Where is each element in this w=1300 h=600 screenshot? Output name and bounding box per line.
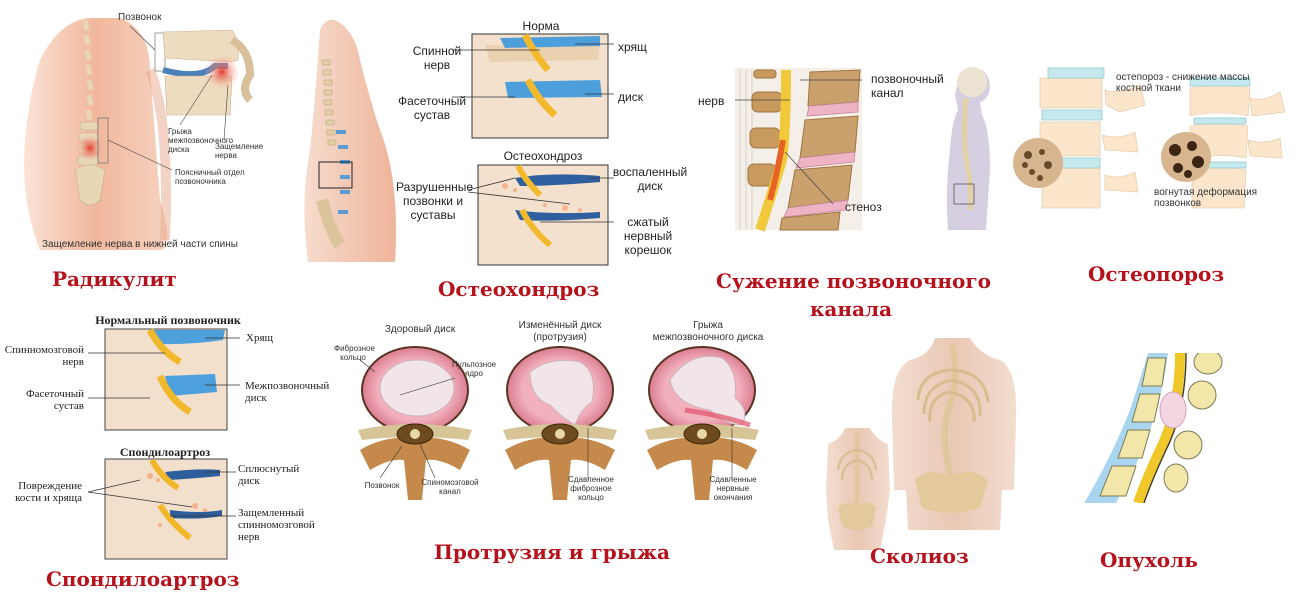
label-pinched-nerve: Защемленный спинномозговой нерв: [238, 507, 315, 543]
label-spinal-nerve: Спинной нерв: [412, 44, 462, 72]
label-healthy-disc: Здоровый диск: [384, 324, 456, 335]
panel-stenosis: нерв позвоночный канал стеноз Сужение по…: [690, 40, 1010, 330]
panel-tumor: Опухоль: [1080, 350, 1240, 580]
label-lumbar: Поясничный отдел позвоночника: [175, 168, 245, 186]
label-mass-loss: остепороз - снижение массы костной ткани: [1116, 72, 1250, 94]
label-changed-disc-line2: (протрузия): [533, 332, 587, 343]
caption-radiculitis: Защемление нерва в нижней части спины: [42, 239, 238, 250]
scoliosis-illustration: [820, 330, 1020, 550]
title-protrusion: Протрузия и грыжа: [434, 540, 670, 564]
title-spondyloarthrosis: Спондилоартроз: [46, 567, 240, 591]
title-stenosis-line2: канала: [809, 297, 893, 321]
title-tumor: Опухоль: [1100, 548, 1198, 572]
osteochondrosis-illustration: [304, 19, 614, 266]
label-vertebra: Позвонок: [364, 481, 400, 490]
panel-protrusion: Здоровый диск Изменённый диск (протрузия…: [330, 310, 790, 570]
title-osteochondrosis: Остеохондроз: [438, 277, 600, 301]
label-nucleus: Пульпозное ядро: [452, 360, 497, 378]
healthy-disc-drawing: [358, 346, 472, 500]
label-facet-joint: Фасеточный сустав: [25, 388, 84, 412]
label-stenosis: стеноз: [845, 200, 882, 214]
label-canal: позвоночный канал: [871, 72, 944, 100]
label-hernia-line1: Грыжа: [693, 320, 723, 331]
label-cartilage: Хрящ: [246, 332, 273, 344]
label-intervertebral-disc: Межпозвоночный диск: [245, 380, 330, 404]
label-pinched-nerve: Защемление нерва: [215, 142, 264, 160]
osteoporosis-illustration: [1013, 67, 1286, 209]
label-compressed-nerves: Сдавленные нервные окончания: [709, 475, 757, 502]
protrusion-disc-drawing: [503, 346, 617, 500]
label-vertebra: Позвонок: [118, 12, 162, 23]
title-scoliosis: Сколиоз: [870, 544, 969, 568]
title-osteoporosis: Остеопороз: [1088, 262, 1225, 286]
label-disc: диск: [618, 90, 643, 104]
herniated-disc-drawing: [645, 346, 759, 500]
panel-spondyloarthrosis: Нормальный позвоночник Спинномозговой не…: [0, 300, 330, 600]
label-damage: Повреждение кости и хряща: [15, 480, 82, 504]
label-cartilage: хрящ: [618, 40, 647, 54]
label-compressed-root: сжатый нервный корешок: [623, 215, 673, 257]
back-illustration: [24, 18, 255, 250]
label-facet-joint: Фасеточный сустав: [397, 94, 467, 122]
panel-radiculitis: Позвонок Грыжа межпозвоночного диска Защ…: [0, 0, 300, 300]
label-herniation: Грыжа межпозвоночного диска: [168, 127, 234, 154]
panel-scoliosis: Сколиоз: [820, 330, 1020, 580]
stenosis-illustration: [735, 67, 990, 232]
label-spinal-canal: Спиномозговой канал: [421, 478, 479, 496]
header-osteochondrosis: Остеохондроз: [503, 149, 583, 163]
header-spondyloarthrosis: Спондилоартроз: [119, 445, 211, 459]
label-inflamed-disc: воспаленный диск: [612, 165, 688, 193]
disc-comparison-illustration: [358, 346, 759, 500]
label-compressed-annulus: Сдавленное фиброзное кольцо: [568, 475, 614, 502]
label-spinal-cord-nerve: Спинномозговой нерв: [4, 344, 84, 368]
panel-osteochondrosis: Норма Спинной нерв Фасеточный сустав хря…: [300, 0, 700, 301]
label-annulus: Фиброзное кольцо: [334, 344, 375, 362]
label-nerve: нерв: [698, 94, 725, 108]
label-changed-disc-line1: Изменённый диск: [518, 320, 602, 331]
header-normal-spine: Нормальный позвоночник: [95, 313, 241, 327]
panel-osteoporosis: остепороз - снижение массы костной ткани…: [1010, 60, 1300, 300]
tumor-illustration: [1084, 353, 1224, 503]
header-norma: Норма: [522, 19, 560, 33]
label-destroyed: Разрушенные позвонки и суставы: [396, 180, 474, 222]
title-stenosis-line1: Сужение позвоночного: [716, 269, 991, 293]
label-hernia-line2: межпозвоночного диска: [652, 332, 764, 343]
title-radiculitis: Радикулит: [52, 267, 177, 291]
label-flattened-disc: Сплюснутый диск: [238, 463, 300, 487]
label-deformation: вогнутая деформация позвонков: [1154, 187, 1258, 209]
spondyloarthrosis-illustration: [87, 328, 240, 560]
